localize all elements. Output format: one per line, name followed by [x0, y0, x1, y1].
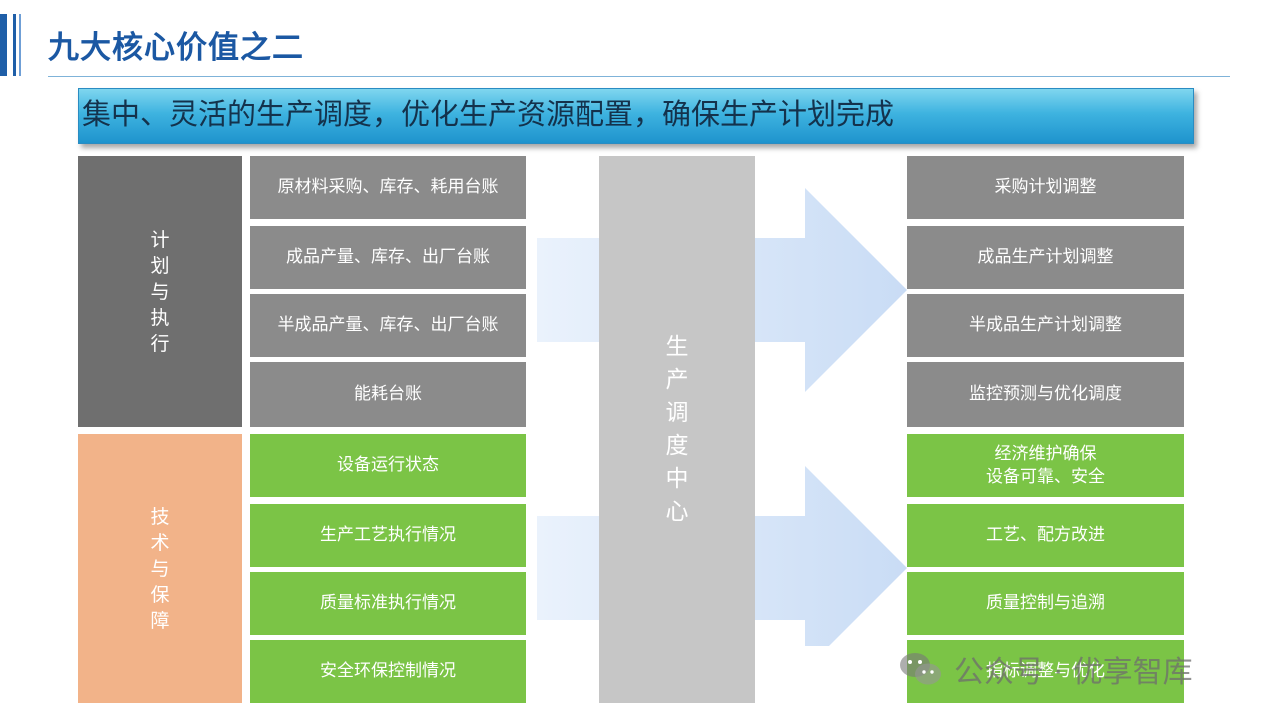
category-plan-execution: 计 划 与 执 行	[78, 156, 242, 427]
banner-text: 集中、灵活的生产调度，优化生产资源配置，确保生产计划完成	[82, 97, 895, 131]
left-item: 安全环保控制情况	[250, 640, 526, 703]
right-item: 采购计划调整	[907, 156, 1184, 219]
right-item: 成品生产计划调整	[907, 226, 1184, 289]
page-title: 九大核心价值之二	[48, 30, 304, 66]
watermark: 公众号 · 优享智库	[898, 645, 1193, 693]
left-item: 原材料采购、库存、耗用台账	[250, 156, 526, 219]
category-label: 计 划 与 执 行	[150, 228, 170, 355]
right-item: 工艺、配方改进	[907, 504, 1184, 567]
dispatch-center-label: 生 产 调 度 中 心	[665, 333, 689, 525]
left-item: 半成品产量、库存、出厂台账	[250, 294, 526, 357]
right-item: 指标调整与优化	[907, 640, 1184, 703]
banner-box	[78, 88, 1194, 144]
title-accent-bar	[0, 14, 7, 76]
wechat-icon	[900, 653, 941, 685]
category-label: 技 术 与 保 障	[150, 505, 170, 632]
left-item: 设备运行状态	[250, 434, 526, 497]
title-accent-bar	[13, 14, 16, 76]
left-item: 成品产量、库存、出厂台账	[250, 226, 526, 289]
left-item: 质量标准执行情况	[250, 572, 526, 635]
category-tech-support: 技 术 与 保 障	[78, 434, 242, 703]
left-item: 生产工艺执行情况	[250, 504, 526, 567]
header-divider	[48, 76, 1230, 77]
title-accent-bar	[19, 14, 21, 76]
dispatch-center: 生 产 调 度 中 心	[599, 156, 755, 703]
right-item: 监控预测与优化调度	[907, 362, 1184, 427]
left-item: 能耗台账	[250, 362, 526, 427]
right-item: 质量控制与追溯	[907, 572, 1184, 635]
watermark-text: 公众号 · 优享智库	[954, 655, 1193, 690]
right-item: 经济维护确保 设备可靠、安全	[907, 434, 1184, 497]
right-item: 半成品生产计划调整	[907, 294, 1184, 357]
